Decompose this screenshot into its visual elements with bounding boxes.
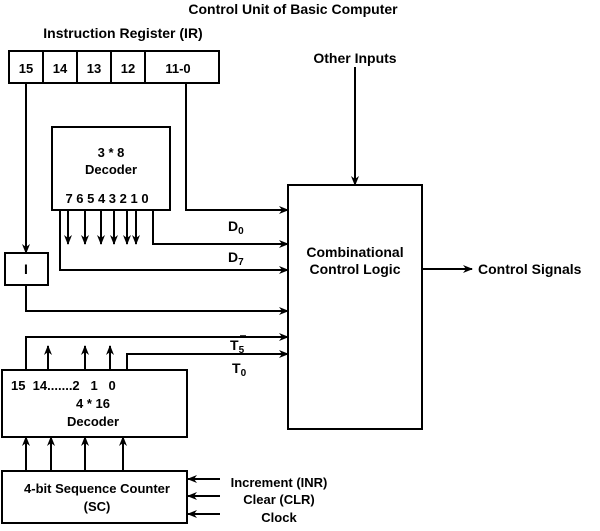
increment-label: Increment (INR) <box>231 475 328 490</box>
decoder-4x16-box <box>1 369 188 438</box>
decoder-4x16-subtitle: Decoder <box>67 414 119 429</box>
ir-address-line <box>185 83 289 214</box>
d0-line <box>152 210 289 248</box>
d0-label: D0 <box>228 218 244 237</box>
ir-cell-15: 15 <box>19 61 33 76</box>
sequence-counter-box <box>1 470 188 524</box>
signal-lines <box>22 67 473 370</box>
decoder-4x16-output-arrows <box>44 345 114 370</box>
combinational-logic-line2: Control Logic <box>310 261 401 277</box>
diagram-title: Control Unit of Basic Computer <box>188 1 398 17</box>
sc-input-arrows <box>187 475 220 518</box>
t0-line <box>126 350 289 370</box>
decoder-4x16-title: 4 * 16 <box>76 396 110 411</box>
decoder-3x8-output-arrows <box>64 210 140 245</box>
t5-line <box>25 333 289 370</box>
decoder-3x8-title: 3 * 8 <box>98 145 125 160</box>
instruction-register <box>8 50 220 84</box>
t5-label: T5 <box>230 337 245 356</box>
i-flipflop-label: I <box>24 261 28 277</box>
ir-cell-12: 12 <box>121 61 135 76</box>
ir-cell-13: 13 <box>87 61 101 76</box>
combinational-logic-box <box>287 184 423 430</box>
d7-label: D7 <box>228 249 244 268</box>
decoder-4x16-outputs: 15 14.......2 1 0 <box>11 378 116 393</box>
clock-label: Clock <box>261 510 297 525</box>
other-inputs-label: Other Inputs <box>313 50 396 66</box>
sequence-counter-line2: (SC) <box>84 499 111 514</box>
sequence-counter-line1: 4-bit Sequence Counter <box>24 481 170 496</box>
combinational-logic-line1: Combinational <box>306 244 403 260</box>
i-flipflop-box <box>4 252 49 286</box>
ir-cell-11-0: 11-0 <box>165 61 190 76</box>
i-line <box>25 285 289 315</box>
sc-to-decoder-arrows <box>22 436 127 471</box>
decoder-3x8-outputs: 7 6 5 4 3 2 1 0 <box>65 191 148 206</box>
clear-label: Clear (CLR) <box>243 492 315 507</box>
d7-line <box>59 210 289 274</box>
ir-label: Instruction Register (IR) <box>43 25 202 41</box>
control-signals-label: Control Signals <box>478 261 582 277</box>
ir-cell-14: 14 <box>53 61 68 76</box>
decoder-3x8-box <box>51 126 171 211</box>
t0-label: T0 <box>232 360 247 379</box>
decoder-3x8-subtitle: Decoder <box>85 162 137 177</box>
